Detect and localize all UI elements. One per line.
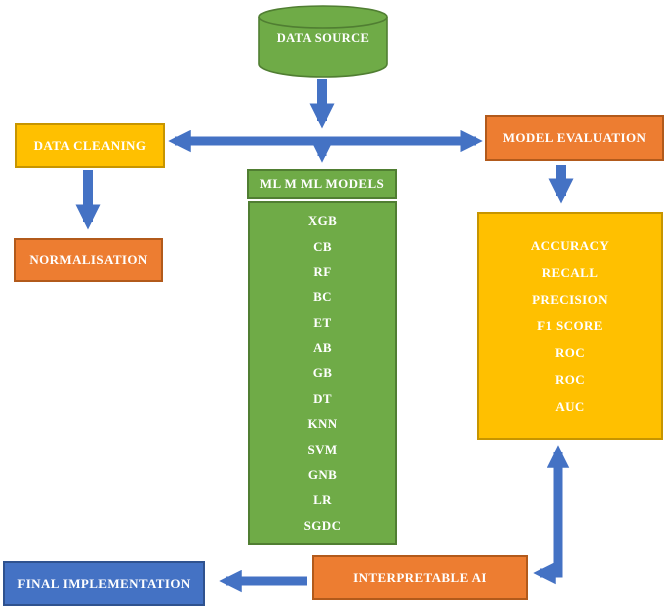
- metric-item: ROC: [554, 345, 586, 361]
- ml-model-item: SVM: [307, 441, 338, 457]
- ml-model-item: CB: [313, 238, 332, 254]
- node-final-implementation: FINAL IMPLEMENTATION: [3, 561, 205, 606]
- node-interpretable-ai: INTERPRETABLE AI: [312, 555, 528, 600]
- node-data-cleaning: DATA CLEANING: [15, 123, 165, 168]
- metric-item: F1 SCORE: [537, 318, 603, 334]
- normalisation-label: NORMALISATION: [29, 252, 148, 267]
- cylinder-shape: [258, 5, 388, 78]
- ml-model-item: AB: [313, 340, 332, 356]
- arrow-metrics-interpretable: [533, 445, 570, 585]
- metric-item: RECALL: [541, 264, 599, 280]
- node-model-evaluation: MODEL EVALUATION: [485, 115, 664, 161]
- ml-model-item: ET: [313, 314, 332, 330]
- node-data-source: DATA SOURCE: [258, 5, 388, 79]
- data-source-label: DATA SOURCE: [276, 31, 370, 45]
- node-ml-models-list: XGB CB RF BC ET AB GB DT KNN SVM GNB LR …: [248, 201, 397, 545]
- model-evaluation-label: MODEL EVALUATION: [502, 130, 647, 145]
- ml-model-item: GNB: [307, 466, 338, 482]
- ml-model-item: LR: [313, 492, 332, 508]
- metric-item: ROC: [554, 372, 586, 388]
- interpretable-ai-label: INTERPRETABLE AI: [353, 569, 487, 585]
- ml-model-item: GB: [312, 365, 333, 381]
- ml-model-item: KNN: [307, 416, 338, 432]
- data-cleaning-label: DATA CLEANING: [33, 137, 147, 153]
- ml-model-item: BC: [313, 289, 332, 305]
- ml-model-item: DT: [313, 390, 332, 406]
- node-ml-models-header: ML M ML MODELS: [247, 169, 397, 199]
- ml-models-header-label: ML M ML MODELS: [259, 176, 385, 191]
- node-normalisation: NORMALISATION: [14, 238, 163, 282]
- metric-item: AUC: [555, 398, 585, 414]
- metric-item: PRECISION: [532, 291, 608, 307]
- metric-item: ACCURACY: [530, 237, 610, 253]
- ml-model-item: RF: [313, 263, 332, 279]
- ml-model-item: SGDC: [303, 517, 342, 533]
- final-implementation-label: FINAL IMPLEMENTATION: [17, 575, 191, 591]
- ml-model-item: XGB: [307, 213, 338, 229]
- node-metrics-list: ACCURACY RECALL PRECISION F1 SCORE ROC R…: [477, 212, 663, 440]
